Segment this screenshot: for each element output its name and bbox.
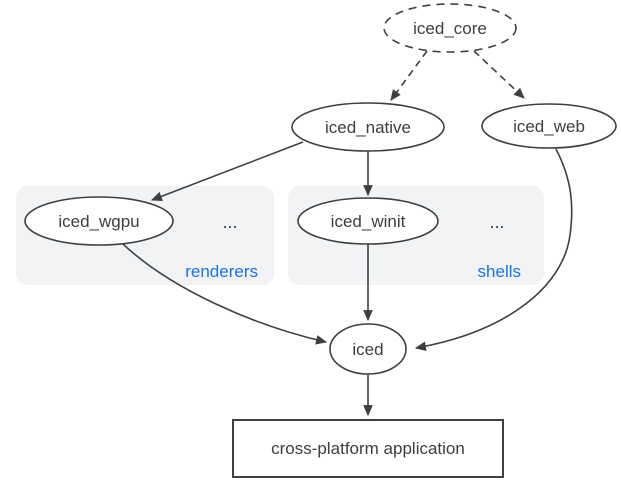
- iced-core-ellipse: [383, 3, 517, 53]
- iced-winit-ellipse: [297, 197, 439, 245]
- iced-core-label: iced_core: [413, 19, 487, 38]
- shells-group-label: shells: [478, 262, 521, 281]
- edge-iced-wgpu-to-iced: [121, 242, 328, 345]
- node-iced: iced: [329, 323, 407, 375]
- edge-iced-core-to-iced-native: [390, 50, 428, 101]
- iced-web-ellipse: [481, 103, 617, 149]
- node-iced-wgpu: iced_wgpu: [24, 196, 174, 246]
- application-label: cross-platform application: [271, 439, 465, 458]
- node-application: cross-platform application: [232, 419, 504, 478]
- node-iced-native: iced_native: [291, 102, 445, 152]
- edge-iced-web-to-iced: [414, 148, 573, 352]
- edge-iced-native-to-iced-wgpu: [150, 141, 304, 201]
- node-iced-core: iced_core: [383, 3, 517, 53]
- node-iced-web: iced_web: [481, 103, 617, 149]
- iced-label: iced: [352, 340, 383, 359]
- node-iced-winit: iced_winit: [297, 197, 439, 245]
- iced-ellipse: [329, 323, 407, 375]
- iced-winit-label: iced_winit: [331, 212, 406, 231]
- iced-wgpu-ellipse: [24, 196, 174, 246]
- application-rect: [232, 419, 504, 478]
- renderers-ellipsis: ...: [222, 212, 237, 232]
- iced-wgpu-label: iced_wgpu: [58, 212, 139, 231]
- iced-native-label: iced_native: [325, 118, 411, 137]
- shells-ellipsis: ...: [489, 212, 504, 232]
- renderers-group-label: renderers: [185, 262, 258, 281]
- iced-web-label: iced_web: [513, 117, 585, 136]
- iced-native-ellipse: [291, 102, 445, 152]
- edge-iced-core-to-iced-web: [473, 50, 525, 99]
